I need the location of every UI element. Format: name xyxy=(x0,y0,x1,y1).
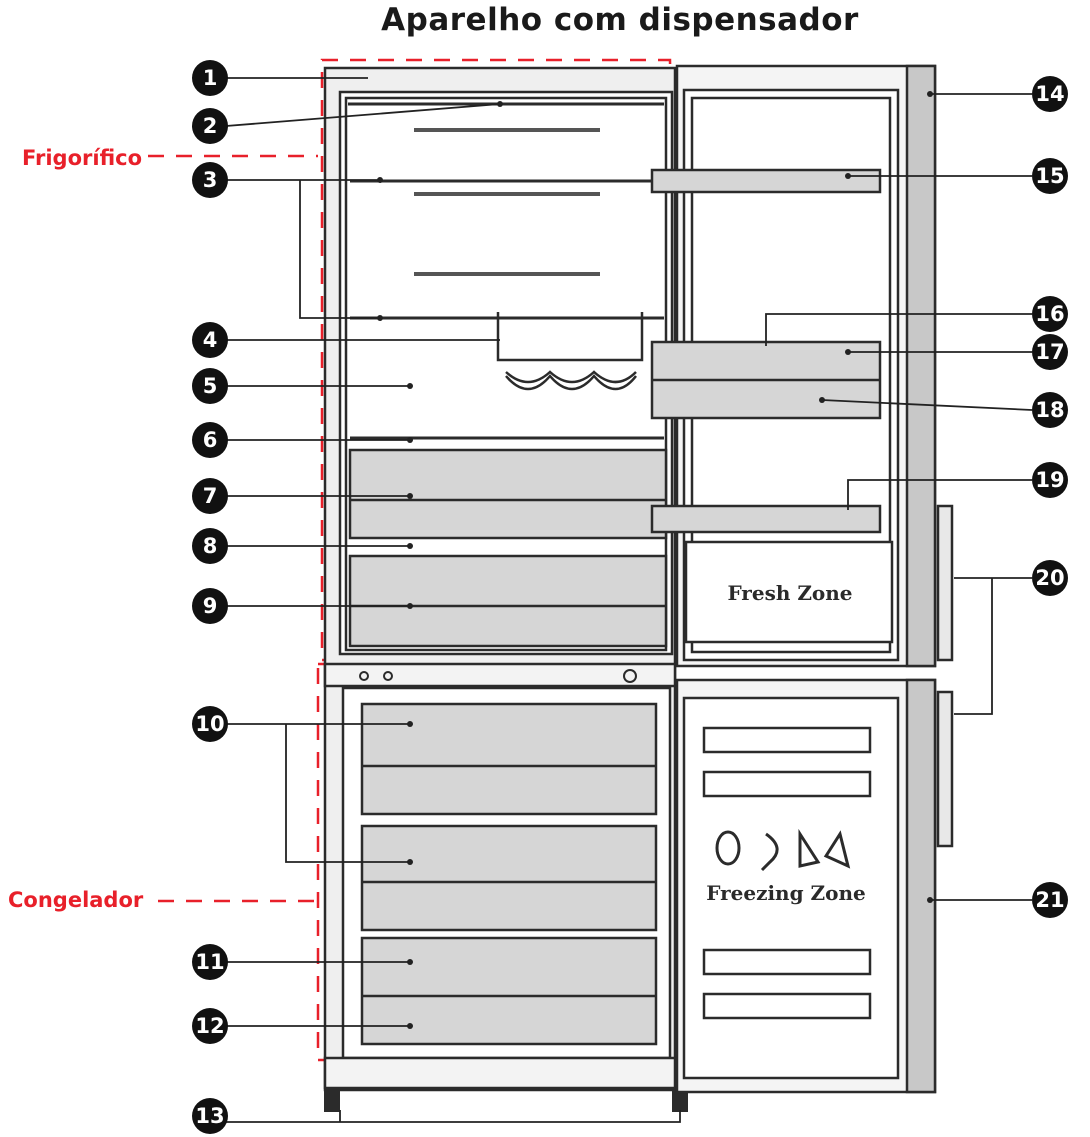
callout-8: 8 xyxy=(192,528,228,564)
zone-label-fridge: Frigorífico xyxy=(22,146,143,170)
zone-leaders xyxy=(148,154,318,903)
callout-19: 19 xyxy=(1032,462,1068,498)
callout-20: 20 xyxy=(1032,560,1068,596)
callout-3: 3 xyxy=(192,162,228,198)
door-handles xyxy=(936,504,954,848)
fresh-zone-label: Fresh Zone xyxy=(727,581,852,605)
fridge-door xyxy=(650,64,937,668)
callout-11: 11 xyxy=(192,944,228,980)
callout-17: 17 xyxy=(1032,334,1068,370)
callout-15: 15 xyxy=(1032,158,1068,194)
callout-9: 9 xyxy=(192,588,228,624)
callout-10: 10 xyxy=(192,706,228,742)
callout-2: 2 xyxy=(192,108,228,144)
adjustable-feet xyxy=(324,1090,688,1112)
bottle-rack xyxy=(496,312,644,391)
freezer-door xyxy=(675,678,937,1094)
freezer-drawers xyxy=(360,702,658,1046)
freezing-zone-label: Freezing Zone xyxy=(706,881,865,905)
callout-16: 16 xyxy=(1032,296,1068,332)
leader-dots xyxy=(377,91,933,1029)
food-icons xyxy=(715,828,851,872)
callout-21: 21 xyxy=(1032,882,1068,918)
callout-4: 4 xyxy=(192,322,228,358)
shelves xyxy=(348,102,664,440)
callout-5: 5 xyxy=(192,368,228,404)
callout-12: 12 xyxy=(192,1008,228,1044)
vent-marks xyxy=(414,128,600,276)
callout-13: 13 xyxy=(192,1098,228,1134)
control-panel xyxy=(359,669,637,683)
page-title: Aparelho com dispensador xyxy=(381,2,859,38)
callout-6: 6 xyxy=(192,422,228,458)
fridge-drawers xyxy=(348,448,668,648)
callout-18: 18 xyxy=(1032,392,1068,428)
callout-7: 7 xyxy=(192,478,228,514)
zone-label-freezer: Congelador xyxy=(8,888,144,912)
callout-14: 14 xyxy=(1032,76,1068,112)
callout-1: 1 xyxy=(192,60,228,96)
leader-lines xyxy=(225,77,1033,1123)
